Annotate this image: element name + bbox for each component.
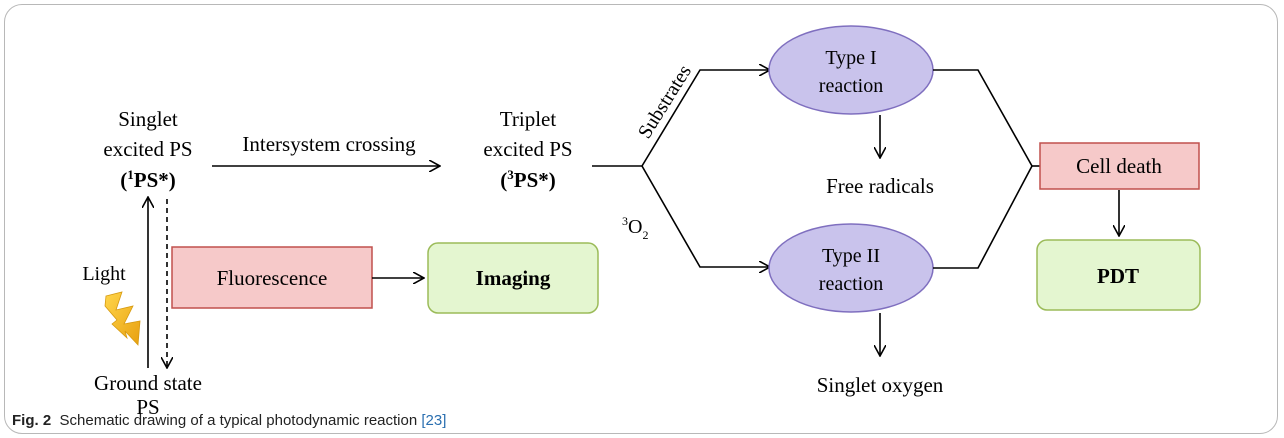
triplet-symbol: (3PS*) [500, 167, 556, 192]
type2-ellipse [768, 223, 934, 313]
type1-line2: reaction [819, 75, 883, 97]
singlet-node: Singlet excited PS (1PS*) [103, 107, 192, 192]
cell-death-box [1039, 142, 1200, 190]
figure-caption: Fig. 2 Schematic drawing of a typical ph… [12, 412, 446, 429]
isc-label: Intersystem crossing [242, 132, 416, 156]
cell-death-label: Cell death [1076, 154, 1162, 178]
type1-to-cell-death-line [933, 69, 1033, 167]
singlet-symbol: (1PS*) [120, 167, 176, 192]
light-label: Light [82, 263, 126, 285]
caption-label: Fig. 2 [12, 412, 52, 429]
type1-ellipse [768, 25, 934, 115]
oxygen-arrow [641, 165, 770, 267]
triplet-line1: Triplet [500, 107, 557, 131]
singlet-line1: Singlet [118, 107, 178, 131]
ground-line1: Ground state [94, 371, 202, 395]
substrates-label: Substrates [634, 61, 696, 143]
type2-line1: Type II [822, 245, 880, 267]
lightning-bolt-icon [104, 291, 141, 346]
imaging-label: Imaging [476, 266, 551, 290]
singlet-line2: excited PS [103, 137, 192, 161]
type1-line1: Type I [825, 47, 876, 69]
pdt-label: PDT [1097, 264, 1139, 288]
type2-to-cell-death-line [933, 165, 1033, 269]
free-radicals-label: Free radicals [826, 174, 934, 198]
caption-ref-link[interactable]: [23] [421, 412, 447, 429]
caption-text: Schematic drawing of a typical photodyna… [59, 412, 418, 429]
type2-line2: reaction [819, 273, 883, 295]
singlet-oxygen-label: Singlet oxygen [817, 373, 944, 397]
figure-frame [4, 4, 1278, 434]
oxygen-label: 3O2 [622, 214, 648, 242]
imaging-box [427, 242, 599, 314]
triplet-line2: excited PS [483, 137, 572, 161]
triplet-node: Triplet excited PS (3PS*) [483, 107, 572, 192]
fluorescence-label: Fluorescence [217, 266, 328, 290]
pdt-box [1036, 239, 1201, 311]
substrates-arrow [592, 70, 770, 167]
ground-line2: PS [136, 395, 159, 419]
